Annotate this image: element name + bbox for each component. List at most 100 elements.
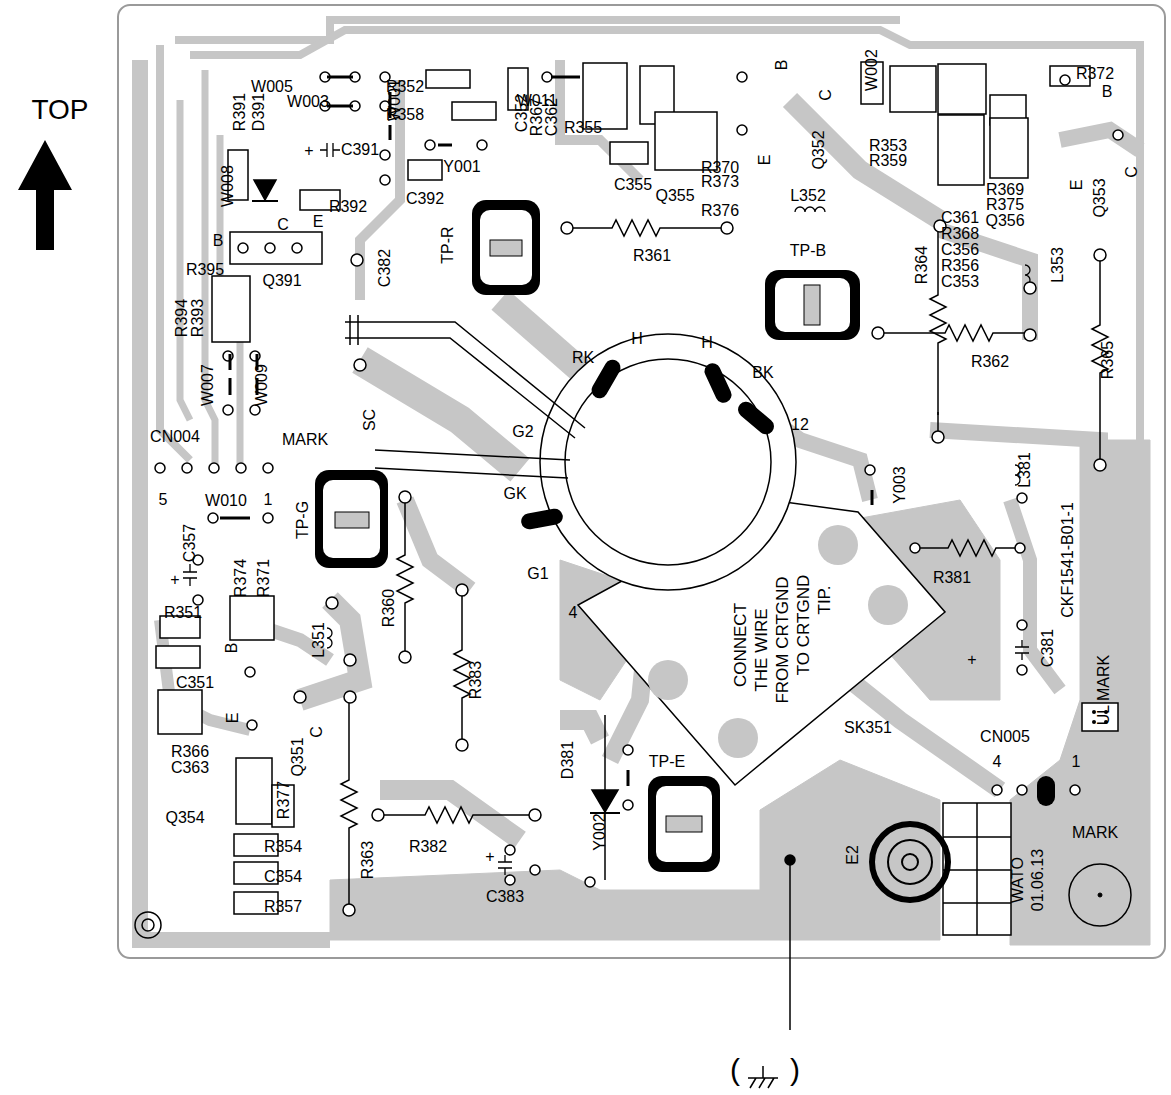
part-label: ( <box>730 1055 740 1085</box>
part-label: Y003 <box>892 466 908 503</box>
jumper-marks <box>220 77 872 786</box>
part-label: B <box>213 233 224 249</box>
part-label: MARK <box>282 432 328 448</box>
part-label: H <box>631 331 643 347</box>
part-label: E <box>225 713 241 724</box>
part-label: R371 <box>256 559 272 597</box>
part-label: SK351 <box>844 720 892 736</box>
part-label: R375 <box>986 197 1024 213</box>
part-label: W002 <box>864 49 880 91</box>
part-label: D381 <box>560 741 576 779</box>
part-label: W010 <box>205 493 247 509</box>
part-label: R365 <box>1100 341 1116 379</box>
part-label: C351 <box>176 675 214 691</box>
part-label: C353 <box>941 274 979 290</box>
part-label: L352 <box>790 188 826 204</box>
part-label: R377 <box>276 781 292 819</box>
part-label: R373 <box>701 174 739 190</box>
part-label: C <box>818 89 834 101</box>
part-label: L353 <box>1050 247 1066 283</box>
part-label: W005 <box>251 79 293 95</box>
part-label: R357 <box>264 899 302 915</box>
part-label: 5 <box>159 492 168 508</box>
part-label: E <box>313 214 324 230</box>
part-label: FROM CRTGND <box>774 576 791 703</box>
part-label: R374 <box>233 559 249 597</box>
board-outline <box>118 5 1165 958</box>
part-label: R381 <box>933 570 971 586</box>
part-label: R383 <box>468 661 484 699</box>
part-label: C362 <box>544 98 560 136</box>
part-label: Y002 <box>592 813 608 850</box>
part-label: Q355 <box>655 188 694 204</box>
part-label: C383 <box>486 889 524 905</box>
part-label: + <box>967 652 976 668</box>
part-label: B <box>1102 84 1113 100</box>
part-label: R362 <box>971 354 1009 370</box>
part-label: CONNECT <box>732 603 749 687</box>
part-label: B <box>774 60 790 71</box>
part-label: C361 <box>941 210 979 226</box>
part-label: Y001 <box>443 159 480 175</box>
socket-pins <box>520 357 777 531</box>
part-label: E <box>757 155 773 166</box>
part-label: C357 <box>182 524 198 562</box>
part-label: TP-E <box>649 754 685 770</box>
part-label: R361 <box>633 248 671 264</box>
part-label: + <box>485 849 494 865</box>
part-label: R392 <box>329 199 367 215</box>
part-label: 1 <box>264 492 273 508</box>
part-label: R372 <box>1076 66 1114 82</box>
part-label: C391 <box>341 142 379 158</box>
part-label: 01.06.13 <box>1030 849 1046 911</box>
part-label: TP-R <box>440 226 456 263</box>
part-label: GK <box>503 486 526 502</box>
part-label: D391 <box>251 93 267 131</box>
part-label: R395 <box>186 262 224 278</box>
part-label: R354 <box>264 839 302 855</box>
part-label: C <box>309 726 325 738</box>
part-label: C381 <box>1040 629 1056 667</box>
part-label: R359 <box>869 153 907 169</box>
part-label: C <box>1124 166 1140 178</box>
part-label: Q351 <box>290 737 306 776</box>
part-label: G2 <box>512 424 533 440</box>
part-label: Q354 <box>165 810 204 826</box>
copper-traces <box>140 20 1150 945</box>
part-label: W008 <box>220 165 236 207</box>
part-label: C363 <box>171 760 209 776</box>
part-label: 4 <box>569 605 578 621</box>
part-label: W009 <box>254 364 270 406</box>
diode-symbols <box>252 180 620 880</box>
part-label: C392 <box>406 191 444 207</box>
part-label: TO CRTGND <box>795 575 812 675</box>
part-label: C355 <box>614 177 652 193</box>
mounting-holes <box>135 824 1131 938</box>
part-label: R356 <box>941 258 979 274</box>
part-label: W003 <box>287 94 329 110</box>
part-label: R367 <box>529 98 545 136</box>
part-label: THE WIRE <box>753 608 770 691</box>
part-label: R353 <box>869 138 907 154</box>
part-label: W001 <box>387 79 403 121</box>
part-label: CN004 <box>150 429 200 445</box>
part-label: TP-G <box>295 501 311 539</box>
part-label: R376 <box>701 203 739 219</box>
ground-callout <box>748 855 795 1088</box>
part-label: Q391 <box>262 273 301 289</box>
part-label: L381 <box>1017 452 1033 488</box>
part-label: R364 <box>914 246 930 284</box>
part-label: SC <box>362 409 378 431</box>
part-label: UL MARK <box>1096 655 1112 726</box>
part-label: + <box>304 143 313 159</box>
part-label: R368 <box>941 226 979 242</box>
part-label: TIP. <box>816 586 833 615</box>
capacitor-symbols <box>183 143 1029 875</box>
smd-parts <box>156 62 1118 935</box>
part-label: C356 <box>941 242 979 258</box>
part-label: RK <box>572 350 594 366</box>
part-label: CKF1541-B01-1 <box>1060 502 1076 618</box>
part-label: R391 <box>232 93 248 131</box>
